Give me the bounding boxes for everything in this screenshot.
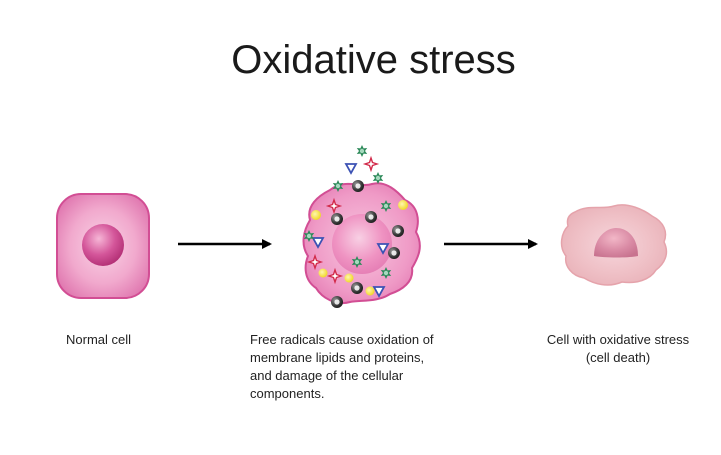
damaged-cell-nucleus	[332, 214, 392, 274]
stressed-cell	[560, 204, 668, 286]
caption-free-radicals: Free radicals cause oxidation of membran…	[250, 331, 490, 403]
caption-stressed-line: (cell death)	[585, 350, 651, 365]
caption-free-radicals-line: components.	[250, 386, 325, 401]
free-radicals	[303, 145, 408, 308]
damaged-cell	[302, 182, 421, 304]
caption-stressed-cell: Cell with oxidative stress (cell death)	[528, 331, 708, 367]
caption-stressed-line: Cell with oxidative stress	[546, 332, 690, 347]
stressed-cell-nucleus	[594, 228, 638, 258]
caption-free-radicals-line: Free radicals cause oxidation of	[250, 332, 434, 347]
caption-free-radicals-line: and damage of the cellular	[250, 368, 404, 383]
normal-cell	[56, 193, 150, 299]
normal-cell-nucleus	[82, 224, 124, 266]
caption-normal-cell: Normal cell	[66, 332, 132, 347]
caption-free-radicals-line: membrane lipids and proteins,	[250, 350, 425, 365]
diagram-title: Oxidative stress	[231, 38, 516, 82]
